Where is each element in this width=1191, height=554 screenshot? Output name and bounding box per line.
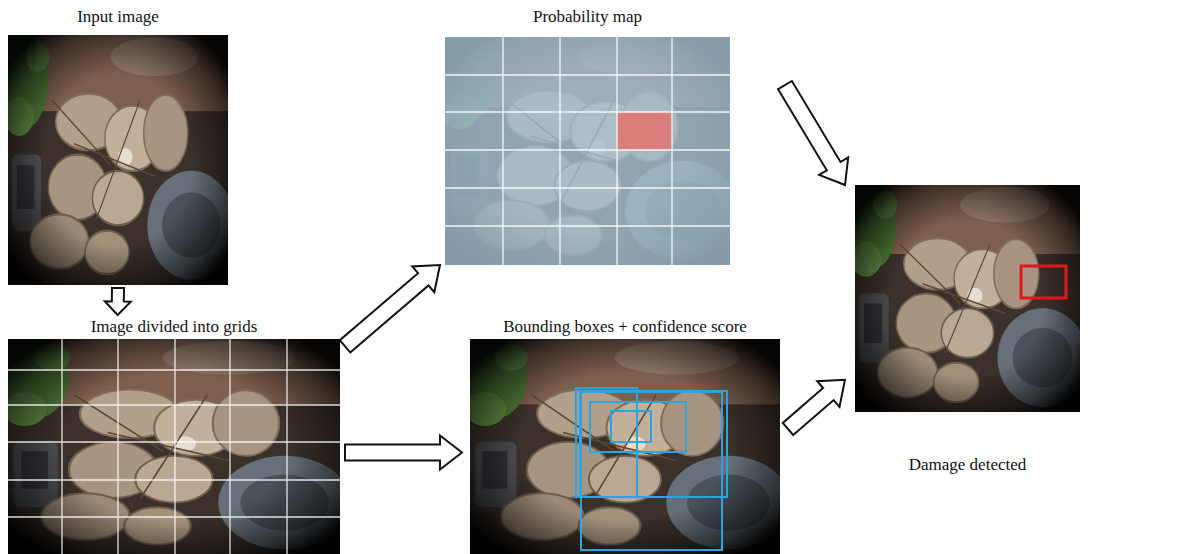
block-arrow — [105, 288, 131, 315]
block-arrow — [783, 380, 845, 435]
block-arrow — [345, 436, 462, 470]
bounding-box-image — [465, 334, 791, 554]
image-panel: Bounding boxes + confidence score — [470, 318, 780, 554]
grid-image — [2, 334, 351, 554]
image-panel: Probability map — [445, 8, 730, 265]
image-panel: Damage detected — [855, 185, 1080, 480]
panel-heading: Bounding boxes + confidence score — [499, 318, 751, 337]
block-arrow — [340, 265, 440, 352]
panel-heading: Probability map — [529, 8, 646, 27]
image-panel: Image divided into grids — [8, 318, 340, 554]
block-arrow — [778, 81, 848, 185]
input-photo — [4, 30, 235, 285]
panel-heading: Input image — [73, 8, 163, 27]
probability-map-image — [440, 32, 739, 265]
detection-result-image — [851, 180, 1087, 412]
panel-heading: Image divided into grids — [87, 318, 262, 337]
panel-heading: Damage detected — [905, 456, 1031, 475]
image-panel: Input image — [8, 8, 228, 285]
